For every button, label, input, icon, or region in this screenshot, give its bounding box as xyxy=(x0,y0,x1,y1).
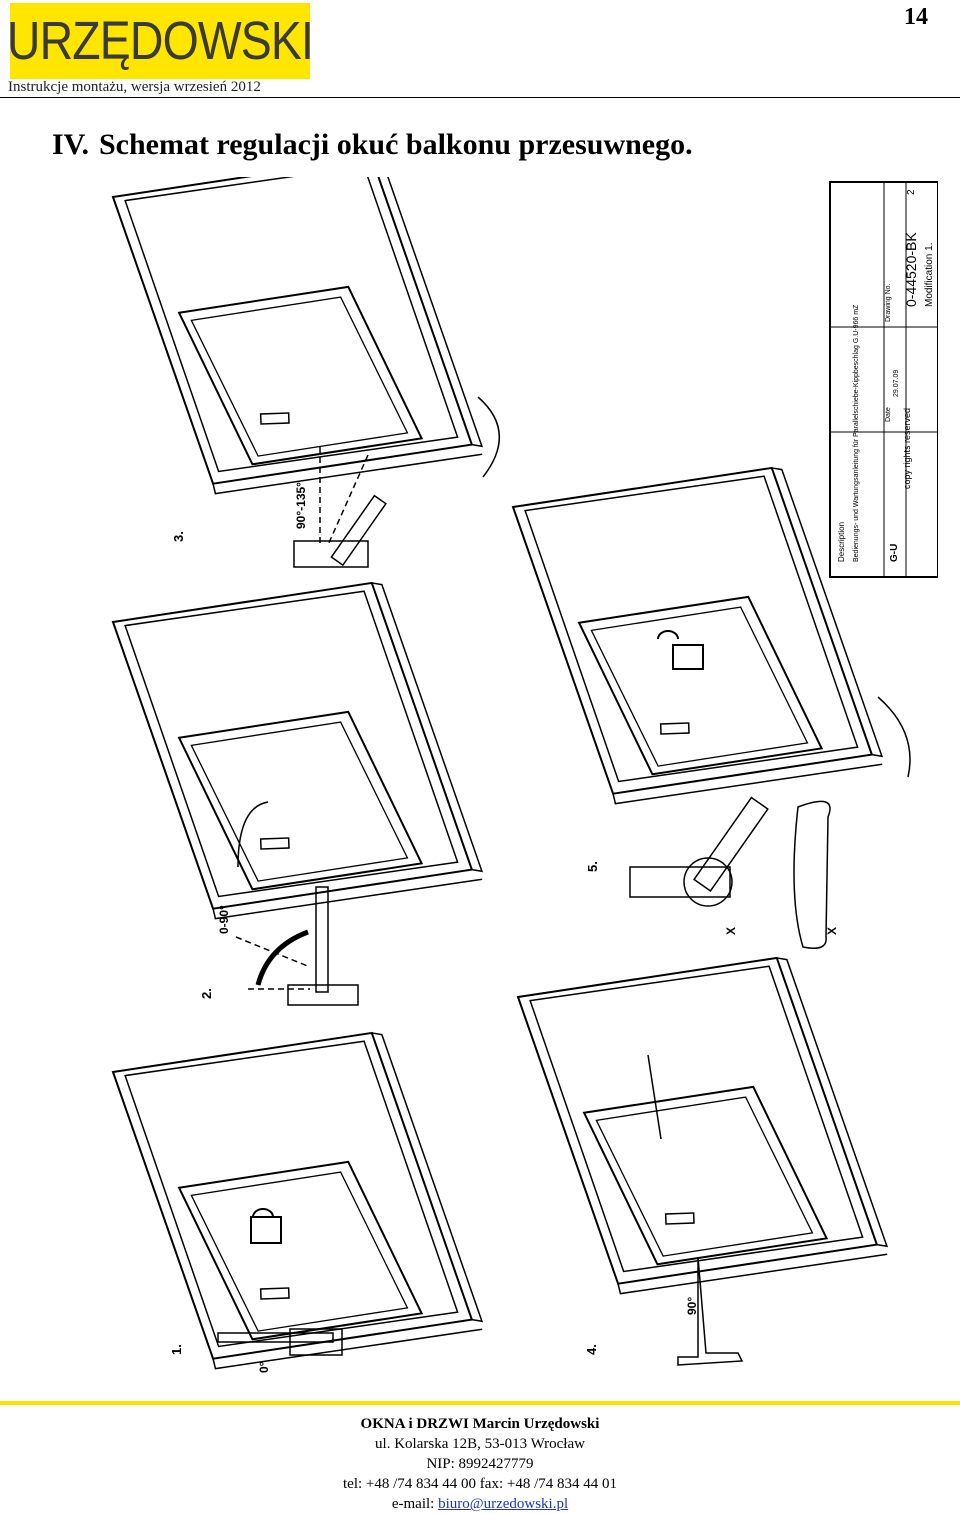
title-block-date-label: Date xyxy=(885,407,892,422)
title-block-sheet: 2 xyxy=(906,189,917,195)
document-subtitle: Instrukcje montażu, wersja wrzesień 2012 xyxy=(8,79,261,95)
title-block-description-label: Description xyxy=(837,522,846,562)
step-2-panel xyxy=(110,578,485,1006)
logo-text: URZĘDOWSKI xyxy=(6,11,314,71)
step-1-number: 1. xyxy=(169,1344,184,1355)
step-5-number: 5. xyxy=(585,861,600,872)
step-5-panel xyxy=(510,463,911,949)
step-2-angle: 0-90° xyxy=(217,905,231,934)
section-title-text: Schemat regulacji okuć balkonu przesuwne… xyxy=(98,128,693,161)
footer-rule xyxy=(0,1401,960,1405)
company-logo: URZĘDOWSKI xyxy=(6,3,314,79)
section-number: IV. xyxy=(52,128,89,161)
footer-address: ul. Kolarska 12B, 53-013 Wrocław xyxy=(375,1436,585,1452)
title-block-date: 29.07.09 xyxy=(893,370,900,397)
technical-drawing: 3. 90°-135° 2. 0-90° 1. 0° 90° 4. 5. X X… xyxy=(58,153,939,1389)
title-block-drawing-no-label: Drawing No. xyxy=(885,283,892,322)
step-5-detail-label: X xyxy=(724,927,738,935)
step-4-number: 4. xyxy=(584,1344,599,1355)
title-block-company: G-U xyxy=(889,544,900,562)
step-1-angle: 0° xyxy=(257,1361,271,1373)
footer-nip: NIP: 8992427779 xyxy=(426,1456,534,1472)
step-4-panel xyxy=(515,953,890,1366)
step-2-number: 2. xyxy=(199,988,214,999)
step-3-panel xyxy=(110,153,501,568)
step-5-detail-label-2: X xyxy=(825,927,839,935)
footer: OKNA i DRZWI Marcin Urzędowski ul. Kolar… xyxy=(0,1414,960,1514)
title-block-modification: Modification 1. xyxy=(924,243,935,307)
step-1-angle-90: 90° xyxy=(685,1297,699,1315)
title-block xyxy=(829,181,939,578)
footer-contact: tel: +48 /74 834 44 00 fax: +48 /74 834 … xyxy=(343,1476,617,1492)
page-number: 14 xyxy=(904,4,928,30)
title-block-copy-rights: copy rights reserved xyxy=(902,408,912,489)
step-3-number: 3. xyxy=(171,531,186,542)
step-1-panel xyxy=(110,1028,485,1373)
footer-company: OKNA i DRZWI Marcin Urzędowski xyxy=(360,1416,600,1432)
title-block-drawing-no: 0-44520-BK xyxy=(903,232,919,307)
footer-email-label: e-mail: xyxy=(391,1496,439,1512)
title-block-description: Bedienungs- und Wartungsanleitung für Pa… xyxy=(853,304,860,562)
drawing-svg: 3. 90°-135° 2. 0-90° 1. 0° 90° 4. 5. X X… xyxy=(110,153,939,1373)
footer-email-link[interactable]: biuro@urzedowski.pl xyxy=(438,1496,569,1512)
header-rule xyxy=(0,97,960,98)
section-title: IV. Schemat regulacji okuć balkonu przesu… xyxy=(52,128,693,162)
step-3-angle: 90°-135° xyxy=(294,482,308,529)
footer-email-line: e-mail: biuro@urzedowski.pl xyxy=(0,1494,960,1514)
